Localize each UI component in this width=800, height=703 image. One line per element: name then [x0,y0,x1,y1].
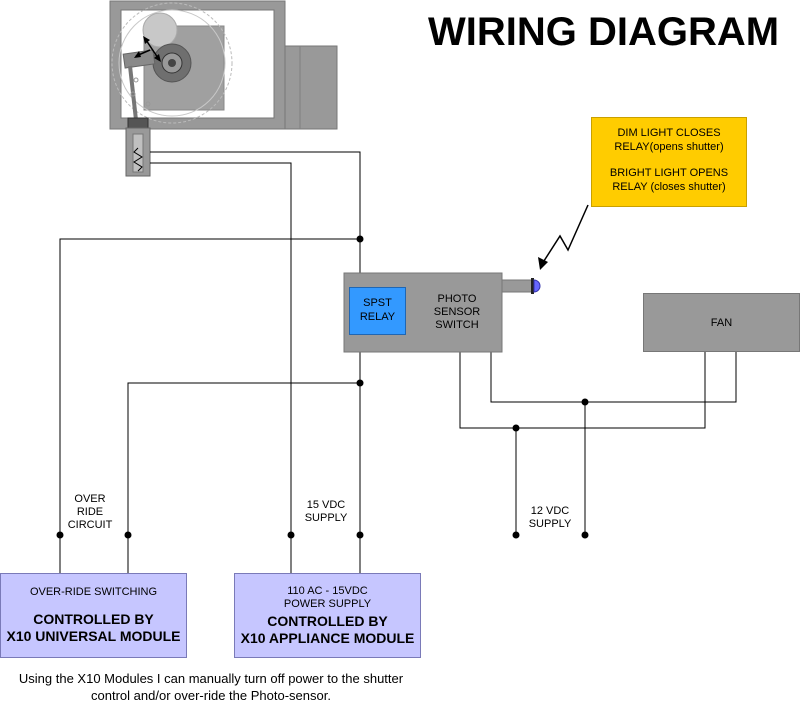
module-right-top-1: 110 AC - 15VDC [287,585,368,597]
wire-switch-fan-b [490,352,737,403]
note-line-1: DIM LIGHT CLOSES [617,127,721,139]
wire-solenoid-to-supply [150,162,292,535]
caption-line-2: control and/or over-ride the Photo-senso… [91,688,331,703]
fan-box: FAN [643,293,800,352]
junction-dots [56,235,589,539]
photo-sensor-tube [501,279,533,293]
relay-note-box: DIM LIGHT CLOSES RELAY(opens shutter) BR… [591,117,747,207]
override-label-line-1: OVER [74,493,106,505]
photo-sensor-led [533,279,541,293]
override-switching-module: OVER-RIDE SWITCHING CONTROLLED BY X10 UN… [0,573,187,658]
shutter-mechanism [109,0,338,130]
override-label-line-2: RIDE [76,506,104,518]
power-supply-module: 110 AC - 15VDC POWER SUPPLY CONTROLLED B… [234,573,421,658]
note-line-2: RELAY(opens shutter) [614,141,724,153]
supply12-label-line-1: 12 VDC [530,505,570,517]
supply15-label-line-2: SUPPLY [304,512,348,524]
spst-relay: SPST RELAY [349,287,406,335]
caption: Using the X10 Modules I can manually tur… [0,670,422,703]
module-left-line-2: X10 UNIVERSAL MODULE [6,628,181,644]
wire-solenoid-to-15v [150,151,361,535]
relay-line-2: RELAY [359,311,396,323]
page-title: WIRING DIAGRAM [428,10,780,54]
module-left-line-1: CONTROLLED BY [33,611,154,627]
caption-line-1: Using the X10 Modules I can manually tur… [18,671,404,686]
supply15-label-line-1: 15 VDC [306,499,346,511]
wire-switch-fan-a [459,352,706,429]
relay-line-1: SPST [363,297,392,309]
note-line-3: BRIGHT LIGHT OPENS [609,167,729,179]
override-label-line-3: CIRCUIT [67,519,113,531]
module-right-top-2: POWER SUPPLY [283,598,372,610]
photo-switch-line-3: SWITCH [435,319,479,331]
note-line-4: RELAY (closes shutter) [612,181,726,193]
module-left-top: OVER-RIDE SWITCHING [29,586,158,598]
wire-override-circuit [127,382,360,535]
wires [59,151,737,573]
photo-switch-line-1: PHOTO [437,293,477,305]
supply12-label-line-2: SUPPLY [528,518,572,530]
solenoid [125,117,151,177]
module-right-line-1: CONTROLLED BY [267,613,388,629]
module-right-line-2: X10 APPLIANCE MODULE [240,630,415,646]
photo-switch-line-2: SENSOR [433,306,481,318]
fan-label: FAN [710,317,733,329]
wire-override-bus [59,238,360,535]
light-bolt-icon [538,204,589,270]
